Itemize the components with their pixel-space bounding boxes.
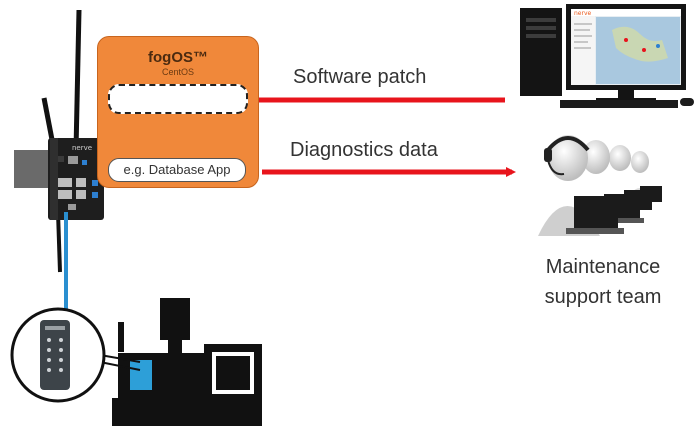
desktop-computer-icon: nerve [520,4,694,108]
maintenance-team-label: Maintenance support team [510,252,696,312]
mouse [680,98,694,106]
keyboard [560,100,678,108]
fogos-subtitle: CentOS [161,67,194,77]
headset-icon [546,136,590,152]
device-mount [14,150,50,188]
edge-device: nerve [14,9,104,273]
team-label-line1: Maintenance [545,256,661,278]
device-brand-label: nerve [72,144,92,152]
antenna-bottom [56,211,62,273]
fogos-panel: fogOS™ CentOS e.g. Database App [97,36,259,188]
database-app-box: e.g. Database App [108,158,246,182]
software-patch-label: Software patch [293,66,427,88]
antenna-right [73,9,82,151]
diagnostics-data-label: Diagnostics data [290,139,438,161]
patch-slot [108,84,248,114]
fogos-title: fogOS™ [148,49,208,66]
control-pendant [40,320,70,390]
agent-front [538,135,624,236]
monitor-brand-label: nerve [574,10,592,17]
team-label-line2: support team [544,286,662,308]
support-team-icon [538,135,662,236]
zoom-callout [10,307,141,403]
pc-tower [520,8,562,96]
